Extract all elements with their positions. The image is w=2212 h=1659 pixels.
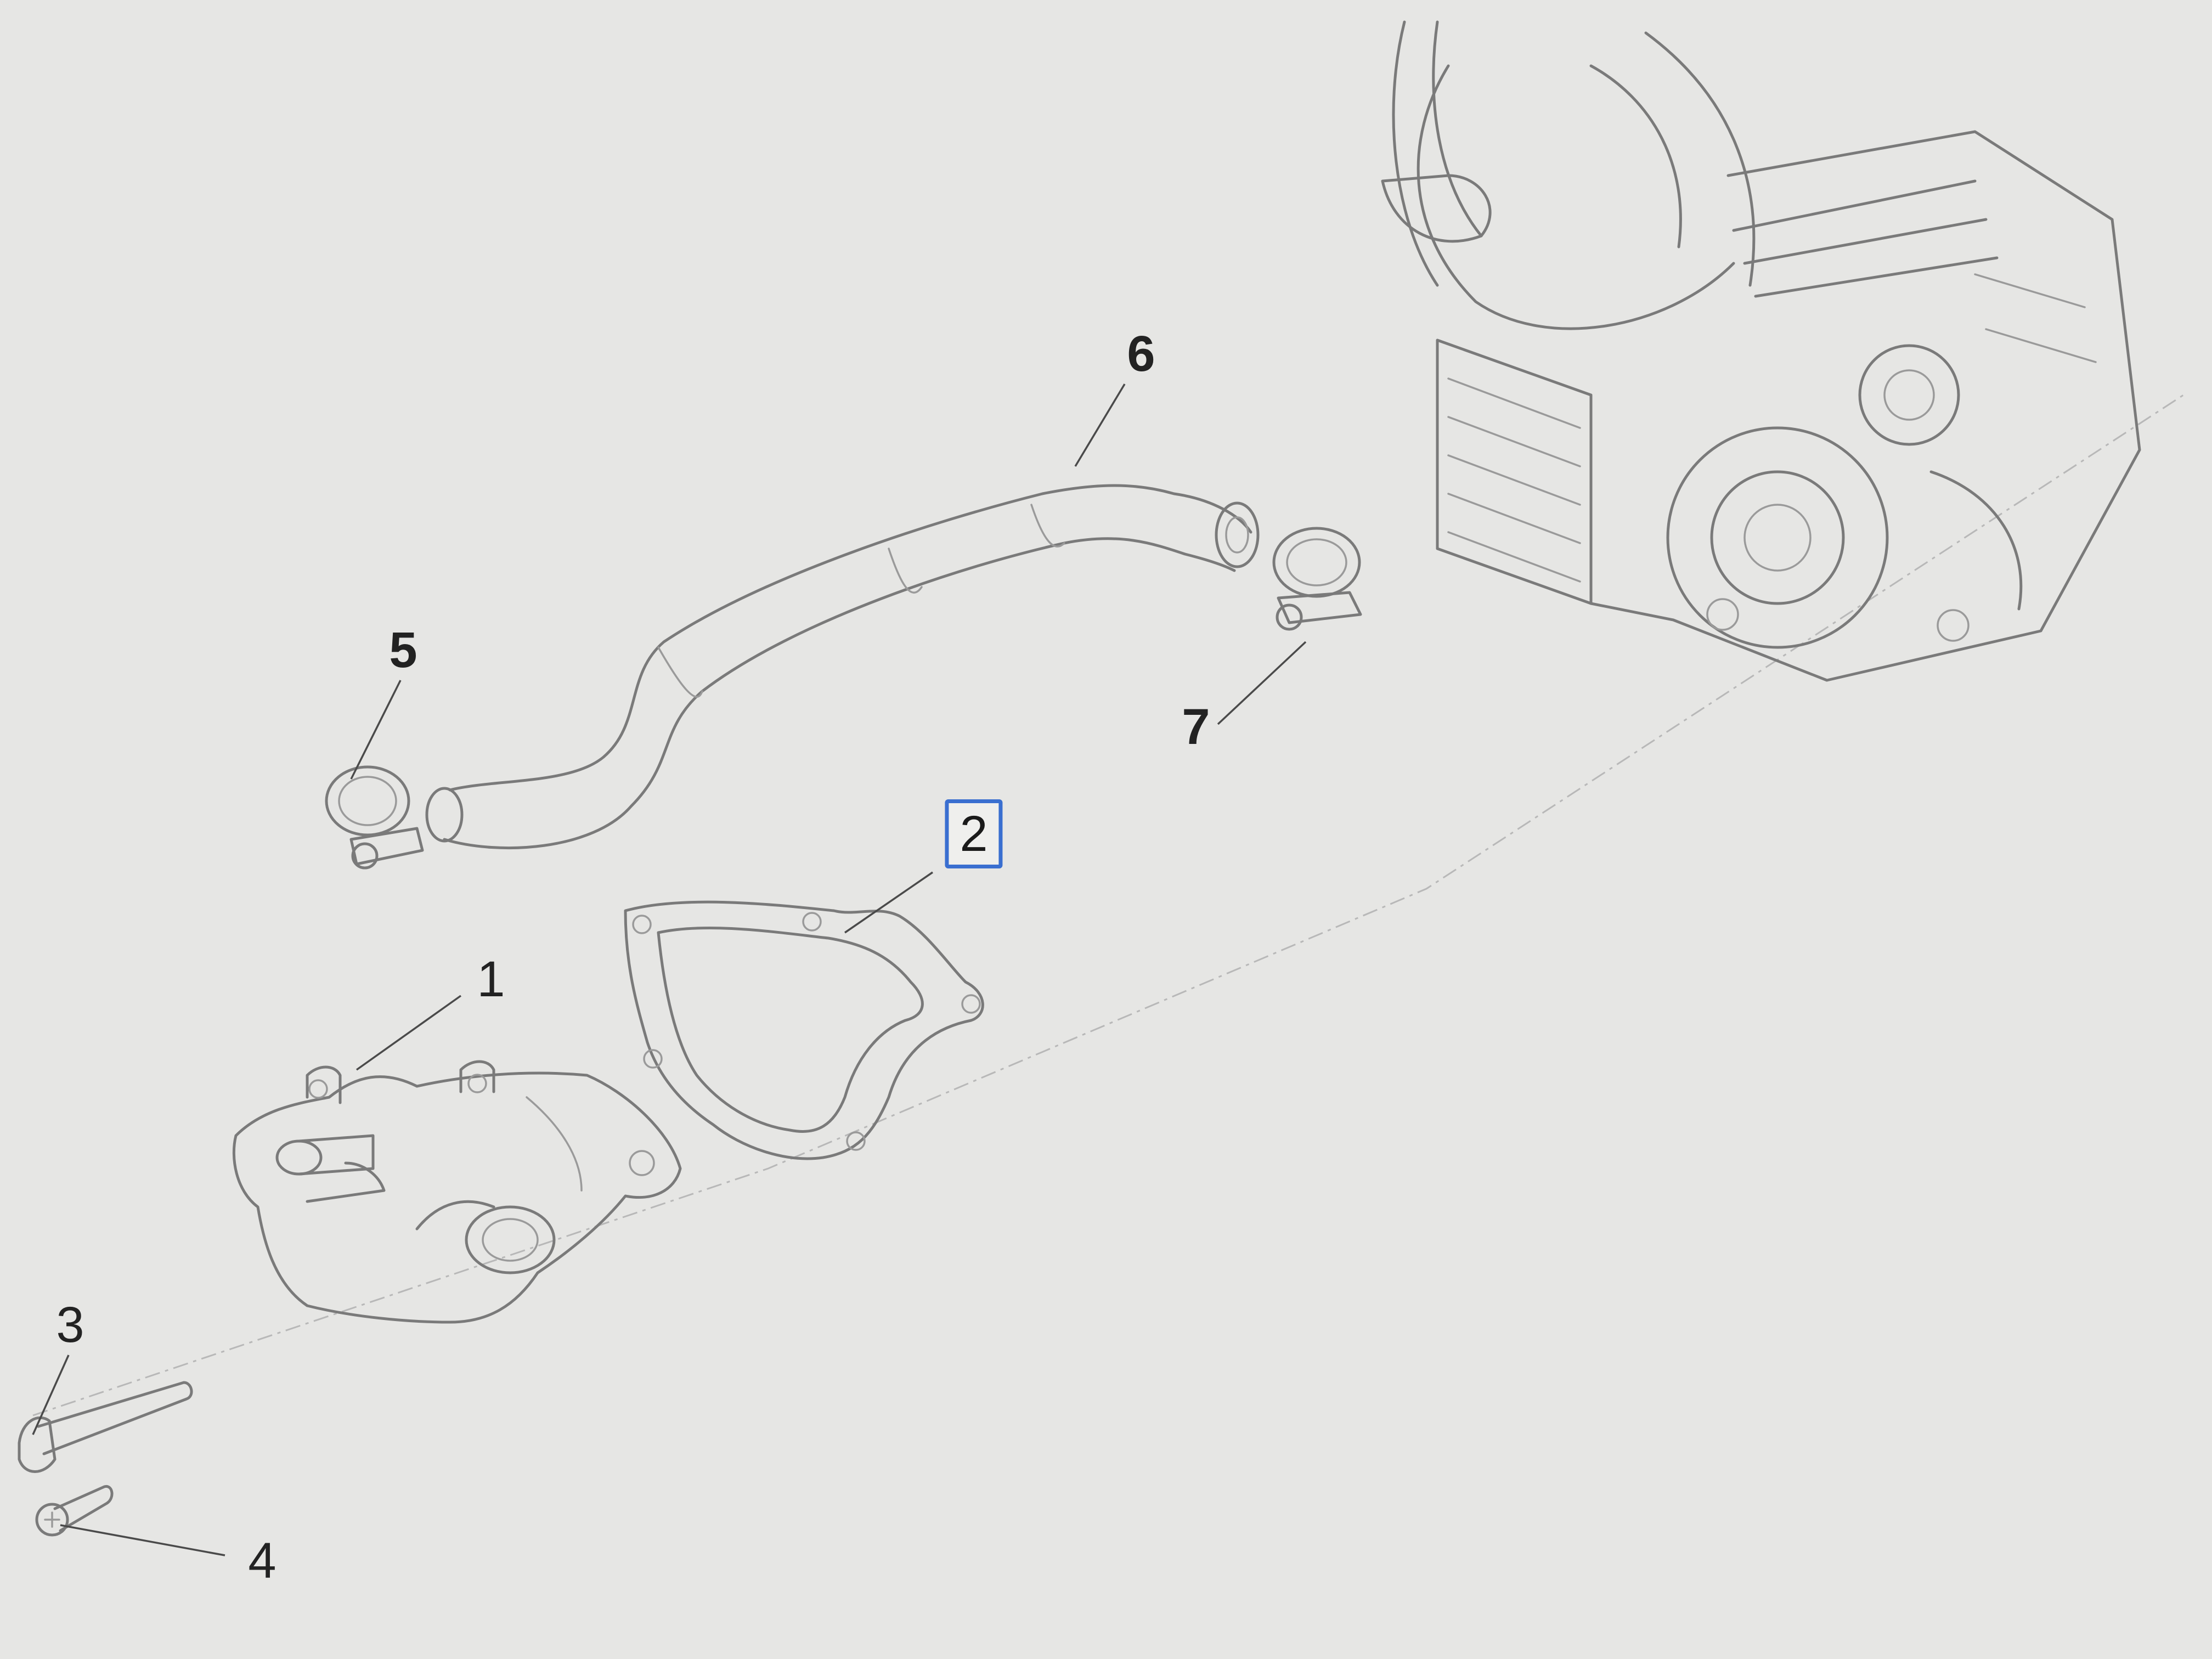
callout-7[interactable]: 7: [1182, 699, 1210, 755]
coolant-hose-drawing: [425, 484, 1260, 850]
callout-6[interactable]: 6: [1127, 326, 1155, 382]
bolt-4-drawing: [35, 1485, 114, 1537]
callout-5[interactable]: 5: [389, 622, 417, 678]
gasket-drawing: [624, 900, 984, 1160]
assembly-centerline: [32, 394, 2184, 1417]
callout-4[interactable]: 4: [248, 1533, 276, 1589]
engine-block-drawing: [1381, 20, 2141, 682]
hose-clamp-7-drawing: [1272, 527, 1362, 631]
thermostat-housing-drawing: [232, 1060, 682, 1324]
callout-3[interactable]: 3: [56, 1297, 84, 1353]
leader-lines: [32, 383, 1307, 1556]
callout-1[interactable]: 1: [477, 951, 505, 1007]
callout-2-selected[interactable]: 2: [945, 799, 1003, 868]
bolt-3-drawing: [18, 1381, 193, 1473]
hose-clamp-5-drawing: [325, 765, 424, 870]
